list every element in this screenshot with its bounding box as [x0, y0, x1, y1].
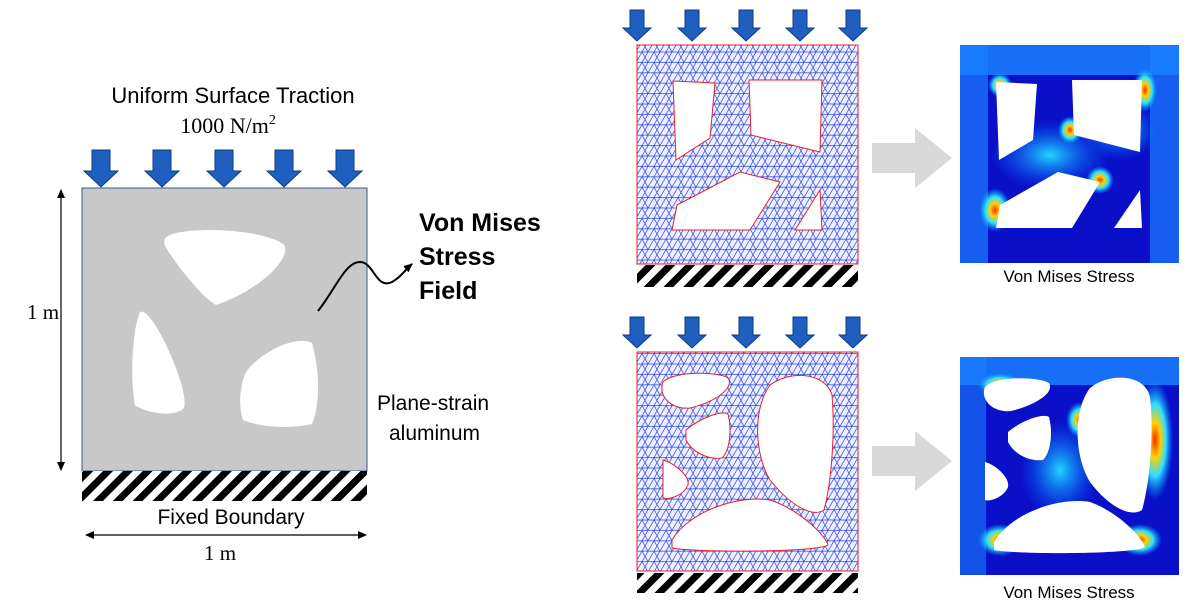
top-fixed-hatch [637, 265, 858, 287]
height-label: 1 m [27, 300, 59, 324]
load-arrow-icon [731, 316, 761, 349]
field-void [985, 462, 1009, 501]
domain-square [81, 187, 368, 472]
mesh-void [757, 374, 834, 513]
load-arrow-icon [327, 149, 363, 188]
mesh-void [662, 459, 689, 499]
top-mesh-panel [622, 9, 868, 287]
load-arrow-icon [677, 316, 707, 349]
load-arrow-icon [838, 9, 868, 42]
mesh-void [671, 171, 781, 231]
load-arrow-icon [785, 9, 815, 42]
mesh-void [671, 498, 829, 552]
field-void [1077, 377, 1152, 513]
field-label-line-1: Von Mises [419, 209, 541, 237]
field-void [1008, 415, 1051, 461]
top-stress-field: Von Mises Stress [960, 45, 1179, 286]
field-label-line-3: Field [419, 277, 477, 305]
top-process-arrow [872, 128, 952, 188]
load-arrows [83, 149, 363, 188]
width-label: 1 m [204, 541, 236, 565]
field-void [1072, 80, 1142, 152]
fixed-boundary-hatch [82, 471, 367, 501]
load-arrow-icon [838, 316, 868, 349]
material-line-2: aluminum [389, 422, 480, 445]
bottom-load-arrows [622, 316, 868, 349]
field-void [983, 378, 1051, 412]
bottom-stress-field: Von Mises Stress [960, 357, 1179, 602]
top-field-caption: Von Mises Stress [1003, 267, 1134, 286]
left-panel: Uniform Surface Traction 1000 N/m2 1 m F… [27, 83, 541, 565]
field-pointer-arrow [317, 260, 413, 312]
traction-value: 1000 N/m2 [180, 113, 276, 138]
load-arrow-icon [677, 9, 707, 42]
load-arrow-icon [622, 9, 652, 42]
top-mesh-domain [636, 44, 859, 265]
load-arrow-icon [622, 316, 652, 349]
bottom-mesh-panel [622, 316, 868, 593]
top-load-arrows [622, 9, 868, 42]
void-shape [132, 311, 185, 414]
void-shape [240, 340, 319, 427]
fixed-boundary-label: Fixed Boundary [157, 506, 305, 529]
load-arrow-icon [206, 149, 242, 188]
void-shape [164, 230, 286, 305]
material-line-1: Plane-strain [377, 392, 489, 415]
mesh-void [661, 372, 730, 409]
load-arrow-icon [83, 149, 119, 188]
load-arrow-icon [731, 9, 761, 42]
field-void [996, 82, 1037, 160]
field-void [996, 172, 1100, 228]
bottom-process-arrow [872, 431, 952, 491]
mesh-void [794, 188, 823, 231]
traction-title: Uniform Surface Traction [111, 83, 354, 108]
load-arrow-icon [144, 149, 180, 188]
field-label-line-2: Stress [419, 243, 495, 271]
mesh-void [748, 79, 823, 153]
mesh-void [672, 80, 716, 161]
bottom-field-caption: Von Mises Stress [1003, 583, 1134, 602]
mesh-void [685, 412, 731, 459]
field-void [1114, 190, 1142, 228]
field-void [994, 501, 1145, 554]
bottom-fixed-hatch [637, 573, 858, 593]
load-arrow-icon [266, 149, 302, 188]
load-arrow-icon [785, 316, 815, 349]
